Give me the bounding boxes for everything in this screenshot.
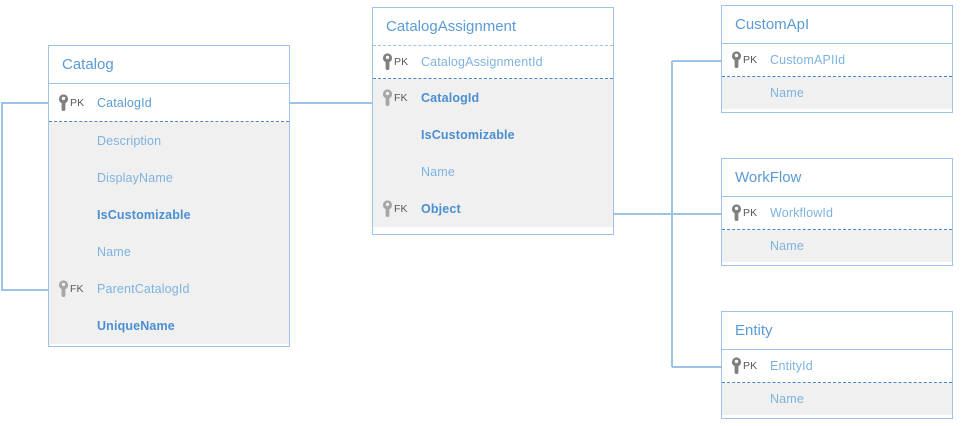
foreign-key-icon [382, 199, 393, 218]
entity-catalogassignment-attributes: FK CatalogId IsCustomizable Name [373, 79, 613, 227]
entity-catalog-attributes: Description DisplayName IsCustomizable N… [49, 122, 289, 344]
key-cell: FK [373, 190, 421, 227]
key-label: PK [743, 207, 758, 219]
key-cell [722, 77, 770, 109]
entity-catalog-title: Catalog [49, 46, 289, 84]
attribute-name: DisplayName [97, 170, 173, 185]
key-cell: FK [49, 270, 97, 307]
foreign-key-icon [58, 279, 69, 298]
attribute-row[interactable]: Name [373, 153, 613, 190]
key-cell: FK [373, 79, 421, 116]
foreign-key-icon [382, 88, 393, 107]
primary-key-icon [382, 53, 393, 71]
attribute-name: CatalogId [421, 90, 480, 105]
attribute-row[interactable]: Name [722, 230, 952, 262]
attribute-name: EntityId [770, 359, 813, 373]
primary-key-icon [731, 204, 742, 222]
key-cell [722, 383, 770, 415]
attribute-name: CustomAPIId [770, 53, 846, 67]
attribute-row[interactable]: Name [722, 383, 952, 415]
primary-key-icon [731, 51, 742, 69]
entity-customapi-attributes: Name [722, 77, 952, 109]
key-cell [49, 233, 97, 270]
attribute-name: Name [421, 164, 455, 179]
attribute-name: Object [421, 201, 461, 216]
attribute-name: IsCustomizable [421, 127, 515, 142]
key-cell: PK [49, 84, 97, 121]
entity-customapi-pk-group: PK CustomAPIId [722, 44, 952, 77]
attribute-name: IsCustomizable [97, 207, 191, 222]
key-cell [49, 159, 97, 196]
attribute-row[interactable]: Name [722, 77, 952, 109]
key-label: FK [70, 282, 84, 295]
attribute-name: Name [97, 244, 131, 259]
attribute-name: ParentCatalogId [97, 281, 190, 296]
key-cell: PK [722, 44, 770, 76]
entity-entity[interactable]: Entity PK EntityId [721, 311, 953, 419]
key-cell [49, 307, 97, 344]
key-label: FK [394, 202, 408, 215]
attribute-name: Name [770, 392, 804, 406]
attribute-row[interactable]: PK WorkflowId [722, 197, 952, 229]
key-cell: PK [722, 350, 770, 382]
attribute-name: Description [97, 133, 162, 148]
entity-catalogassignment-pk-group: PK CatalogAssignmentId [373, 46, 613, 79]
connector-catalog-self [1, 102, 48, 291]
key-label: FK [394, 91, 408, 104]
key-cell: PK [722, 197, 770, 229]
primary-key-icon [58, 93, 69, 112]
attribute-row[interactable]: PK CatalogId [49, 84, 289, 121]
attribute-name: Name [770, 239, 804, 253]
attribute-row[interactable]: DisplayName [49, 159, 289, 196]
entity-catalogassignment-title: CatalogAssignment [373, 8, 613, 46]
attribute-row[interactable]: Name [49, 233, 289, 270]
attribute-name: UniqueName [97, 318, 175, 333]
entity-entity-title: Entity [722, 312, 952, 350]
attribute-row[interactable]: PK EntityId [722, 350, 952, 382]
entity-workflow[interactable]: WorkFlow PK WorkflowId [721, 158, 953, 266]
entity-workflow-title: WorkFlow [722, 159, 952, 197]
attribute-row[interactable]: PK CatalogAssignmentId [373, 46, 613, 78]
attribute-row[interactable]: PK CustomAPIId [722, 44, 952, 76]
attribute-row[interactable]: FK CatalogId [373, 79, 613, 116]
entity-customapi[interactable]: CustomApI PK CustomAPIId [721, 5, 953, 113]
entity-catalog-pk-group: PK CatalogId [49, 84, 289, 122]
attribute-name: CatalogId [97, 95, 152, 110]
attribute-row[interactable]: IsCustomizable [373, 116, 613, 153]
attribute-row[interactable]: FK Object [373, 190, 613, 227]
key-cell [49, 122, 97, 159]
entity-workflow-pk-group: PK WorkflowId [722, 197, 952, 230]
entity-workflow-attributes: Name [722, 230, 952, 262]
attribute-name: Name [770, 86, 804, 100]
key-cell [373, 116, 421, 153]
key-label: PK [70, 96, 85, 109]
key-cell [373, 153, 421, 190]
attribute-name: CatalogAssignmentId [421, 55, 543, 69]
attribute-row[interactable]: FK ParentCatalogId [49, 270, 289, 307]
entity-catalogassignment[interactable]: CatalogAssignment PK CatalogAssignmentId [372, 7, 614, 235]
key-label: PK [743, 54, 758, 66]
primary-key-icon [731, 357, 742, 375]
entity-entity-pk-group: PK EntityId [722, 350, 952, 383]
key-label: PK [743, 360, 758, 372]
key-cell: PK [373, 46, 421, 78]
attribute-row[interactable]: UniqueName [49, 307, 289, 344]
key-cell [722, 230, 770, 262]
attribute-row[interactable]: IsCustomizable [49, 196, 289, 233]
entity-customapi-title: CustomApI [722, 6, 952, 44]
attribute-row[interactable]: Description [49, 122, 289, 159]
key-cell [49, 196, 97, 233]
entity-entity-attributes: Name [722, 383, 952, 415]
attribute-name: WorkflowId [770, 206, 834, 220]
key-label: PK [394, 56, 409, 68]
entity-catalog[interactable]: Catalog PK CatalogId [48, 45, 290, 347]
